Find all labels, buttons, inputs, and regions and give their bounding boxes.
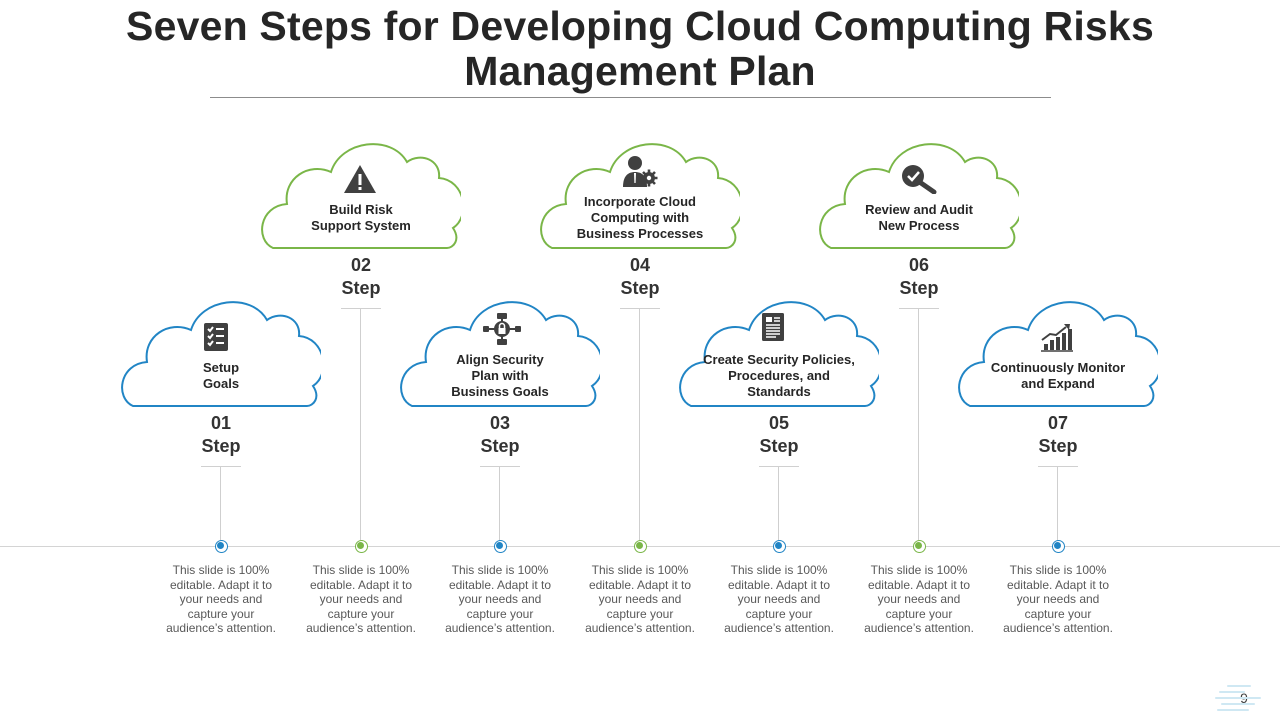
step-04: Incorporate Cloud Computing with Busines… [540, 132, 740, 560]
step-number: 01 [210, 413, 232, 433]
step-underline [1038, 466, 1078, 467]
step-underline [759, 466, 799, 467]
step-word: Step [620, 278, 660, 298]
step-description: This slide is 100% editable. Adapt it to… [864, 563, 974, 635]
step-word: Step [899, 278, 939, 298]
step-number: 06 [908, 255, 930, 275]
step-label: Build Risk Support System [311, 202, 411, 233]
timeline-dot [912, 539, 926, 553]
step-number: 02 [350, 255, 372, 275]
step-number: 03 [489, 413, 511, 433]
document-icon [761, 312, 797, 348]
step-description: This slide is 100% editable. Adapt it to… [585, 563, 695, 635]
step-word: Step [1038, 436, 1078, 456]
user-gear-icon [622, 154, 658, 190]
step-underline [341, 308, 381, 309]
step-number: 05 [768, 413, 790, 433]
cloud-shape: Create Security Policies, Procedures, an… [679, 290, 879, 410]
timeline-dot [772, 539, 786, 553]
connector-line [778, 467, 779, 540]
step-underline [201, 466, 241, 467]
step-word: Step [759, 436, 799, 456]
connector-line [918, 309, 919, 540]
network-lock-icon [482, 312, 521, 348]
timeline-dot [1051, 539, 1065, 553]
cloud-shape: Build Risk Support System [261, 132, 461, 252]
step-description: This slide is 100% editable. Adapt it to… [445, 563, 555, 635]
step-label: Create Security Policies, Procedures, an… [703, 352, 855, 399]
checklist-icon [203, 322, 239, 358]
cloud-shape: Setup Goals [121, 290, 321, 410]
warning-icon [343, 164, 379, 200]
cloud-shape: Continuously Monitor and Expand [958, 290, 1158, 410]
cloud-shape: Incorporate Cloud Computing with Busines… [540, 132, 740, 252]
title-divider [210, 97, 1051, 98]
step-label: Incorporate Cloud Computing with Busines… [576, 194, 704, 241]
connector-line [499, 467, 500, 540]
timeline-dot [354, 539, 368, 553]
step-underline [620, 308, 660, 309]
growth-chart-icon [1040, 322, 1076, 358]
connector-line [639, 309, 640, 540]
cloud-lines-decoration [1215, 685, 1261, 711]
step-word: Step [480, 436, 520, 456]
step-label: Setup Goals [202, 360, 240, 391]
connector-line [220, 467, 221, 540]
slide-title: Seven Steps for Developing Cloud Computi… [126, 3, 1154, 94]
step-description: This slide is 100% editable. Adapt it to… [1003, 563, 1113, 635]
connector-line [360, 309, 361, 540]
step-underline [480, 466, 520, 467]
step-word: Step [341, 278, 381, 298]
step-label: Continuously Monitor and Expand [990, 360, 1126, 391]
step-number: 07 [1047, 413, 1069, 433]
magnifier-check-icon [901, 164, 937, 200]
cloud-shape: Review and Audit New Process [819, 132, 1019, 252]
step-description: This slide is 100% editable. Adapt it to… [306, 563, 416, 635]
step-word: Step [201, 436, 241, 456]
step-05: Create Security Policies, Procedures, an… [679, 290, 879, 560]
connector-line [1057, 467, 1058, 540]
timeline-dot [633, 539, 647, 553]
step-number: 04 [629, 255, 651, 275]
cloud-shape: Align Security Plan with Business Goals [400, 290, 600, 410]
step-description: This slide is 100% editable. Adapt it to… [724, 563, 834, 635]
timeline-dot [214, 539, 228, 553]
step-03: Align Security Plan with Business Goals 0… [400, 290, 600, 560]
timeline-dot [493, 539, 507, 553]
step-description: This slide is 100% editable. Adapt it to… [166, 563, 276, 635]
step-underline [899, 308, 939, 309]
step-label: Align Security Plan with Business Goals [451, 352, 549, 399]
step-label: Review and Audit New Process [865, 202, 973, 233]
